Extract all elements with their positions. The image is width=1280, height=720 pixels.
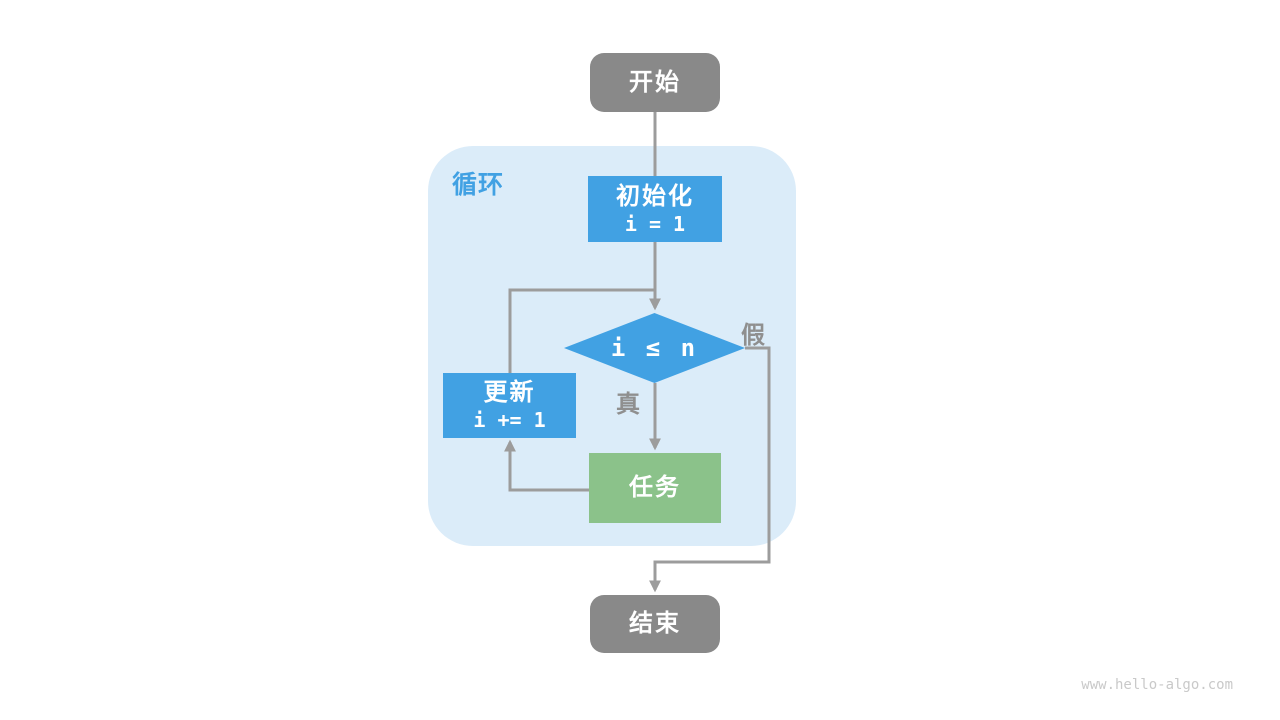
node-start-label: 开始 xyxy=(629,68,681,96)
node-task: 任务 xyxy=(589,453,721,523)
node-initialize: 初始化 i = 1 xyxy=(588,176,722,242)
edge-label-true: 真 xyxy=(616,391,640,418)
loop-region-label: 循环 xyxy=(452,171,505,199)
node-update-label: 更新 xyxy=(483,379,536,406)
node-end: 结束 xyxy=(590,595,720,653)
node-initialize-label: 初始化 xyxy=(616,182,694,210)
node-end-label: 结束 xyxy=(629,610,681,637)
node-start: 开始 xyxy=(590,53,720,112)
watermark-url: www.hello-algo.com xyxy=(1081,677,1233,693)
edge-label-false: 假 xyxy=(741,322,765,349)
node-initialize-code: i = 1 xyxy=(624,211,686,236)
edge-task-to-update xyxy=(504,439,589,492)
node-condition-label: i ≤ n xyxy=(610,334,699,362)
node-update: 更新 i += 1 xyxy=(443,373,576,438)
edge-update-to-condition xyxy=(508,288,655,373)
edge-condition-false-to-end xyxy=(649,346,771,593)
node-task-label: 任务 xyxy=(629,474,681,501)
node-update-code: i += 1 xyxy=(473,408,546,432)
